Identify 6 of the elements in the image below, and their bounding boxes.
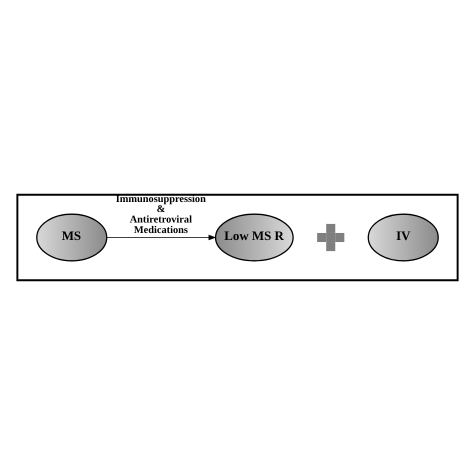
arrow xyxy=(106,234,216,240)
cluster xyxy=(16,193,458,281)
node-ellipse: Low MS R xyxy=(214,213,294,261)
edge-label: Immunosuppression & Antiretroviral Medications xyxy=(115,193,206,236)
node-ellipse: MS xyxy=(36,213,107,261)
node-ellipse: IV xyxy=(367,213,438,261)
